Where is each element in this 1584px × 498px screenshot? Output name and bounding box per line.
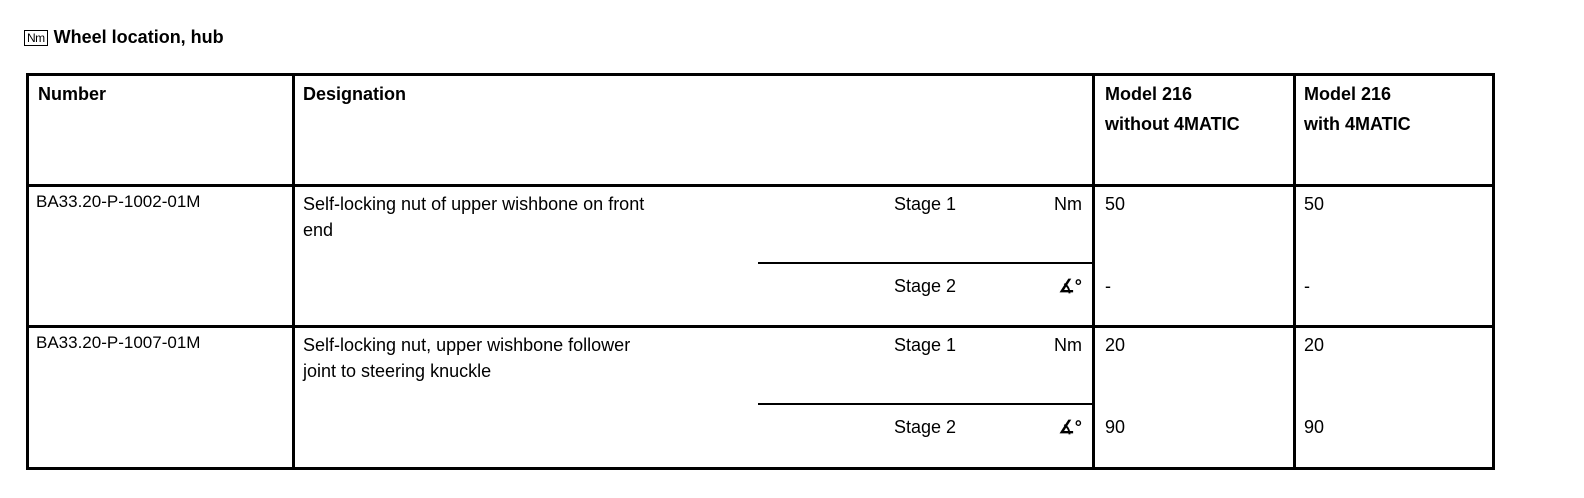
row-separator	[29, 325, 1492, 328]
value-without-4matic: 90	[1105, 417, 1126, 437]
value-with-4matic: 50	[1304, 194, 1325, 214]
column-divider	[292, 76, 295, 467]
header-model-with-4matic-line2: with 4MATIC	[1304, 114, 1411, 134]
section-title: Wheel location, hub	[53, 27, 224, 47]
value-with-4matic: -	[1304, 276, 1310, 296]
angle-icon: ∡°	[1058, 276, 1082, 296]
column-divider	[1092, 76, 1095, 467]
column-divider	[1293, 76, 1296, 467]
torque-nm-icon: Nm	[24, 29, 48, 46]
header-separator	[29, 184, 1492, 187]
value-with-4matic: 90	[1304, 417, 1325, 437]
stage-unit: Nm	[1054, 335, 1082, 355]
row-designation-line2: joint to steering knuckle	[303, 361, 492, 381]
stage-separator	[758, 403, 1093, 405]
header-designation: Designation	[303, 84, 407, 104]
value-without-4matic: 20	[1105, 335, 1126, 355]
stage-label: Stage 1	[894, 335, 957, 355]
stage-separator	[758, 262, 1093, 264]
stage-unit: Nm	[1054, 194, 1082, 214]
header-model-with-4matic-line1: Model 216	[1304, 84, 1392, 104]
row-designation-line1: Self-locking nut, upper wishbone followe…	[303, 335, 631, 355]
value-without-4matic: 50	[1105, 194, 1126, 214]
stage-label: Stage 2	[894, 276, 957, 296]
value-with-4matic: 20	[1304, 335, 1325, 355]
stage-label: Stage 2	[894, 417, 957, 437]
header-number: Number	[38, 84, 107, 104]
row-number: BA33.20-P-1007-01M	[36, 333, 201, 352]
row-designation-line1: Self-locking nut of upper wishbone on fr…	[303, 194, 645, 214]
header-model-without-4matic-line2: without 4MATIC	[1105, 114, 1240, 134]
stage-label: Stage 1	[894, 194, 957, 214]
section-heading: Nm Wheel location, hub	[24, 27, 224, 48]
torque-table: Number Designation Model 216 without 4MA…	[26, 73, 1495, 470]
angle-icon: ∡°	[1058, 417, 1082, 437]
header-model-without-4matic-line1: Model 216	[1105, 84, 1193, 104]
row-designation-line2: end	[303, 220, 334, 240]
row-number: BA33.20-P-1002-01M	[36, 192, 201, 211]
value-without-4matic: -	[1105, 276, 1111, 296]
